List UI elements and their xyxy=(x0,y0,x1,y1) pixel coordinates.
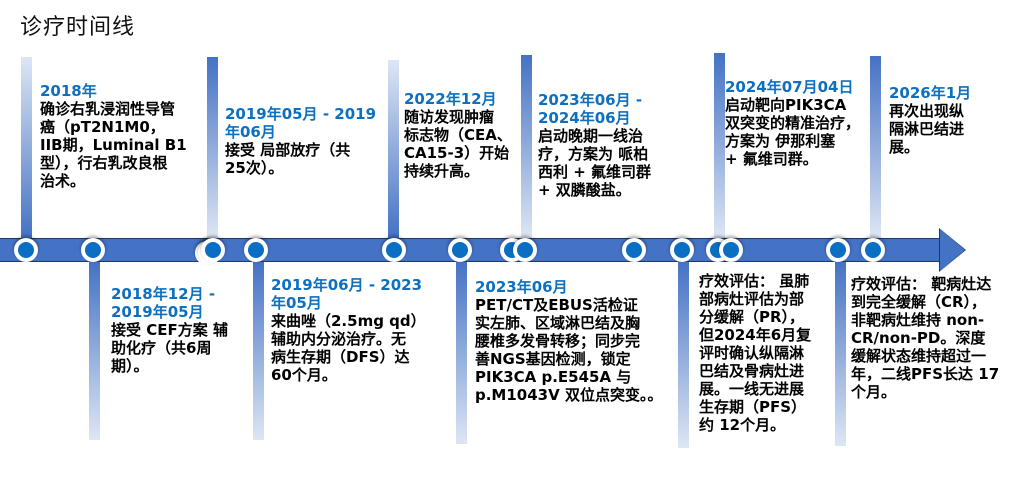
event-date: 2019年06月 - 2023 年05月 xyxy=(271,276,423,312)
connector-bar-2026-01 xyxy=(870,56,881,238)
timeline-node[interactable] xyxy=(861,238,885,262)
timeline-node[interactable] xyxy=(382,238,406,262)
event-date: 2018年 xyxy=(40,82,97,100)
event-card-2023-06-2024-06: 2023年06月 - 2024年06月 启动晚期一线治 疗，方案为 哌柏 西利 … xyxy=(538,91,678,199)
timeline-node[interactable] xyxy=(81,238,105,262)
connector-bar-2019-06 xyxy=(253,262,264,440)
event-description: 疗效评估： 虽肺 部病灶评估为部 分缓解（PR）， 但2024年6月复 评时确认… xyxy=(699,272,812,434)
connector-bar-2023-06-2024-06 xyxy=(521,55,532,238)
connector-bar-2019-05 xyxy=(207,57,218,238)
event-description: 接受 CEF方案 辅 助化疗（共6周 期）。 xyxy=(111,321,228,375)
event-card-2026-01: 2026年1月 再次出现纵 隔淋巴结进 展。 xyxy=(889,84,999,156)
event-card-evaluation-1: 疗效评估： 虽肺 部病灶评估为部 分缓解（PR）， 但2024年6月复 评时确认… xyxy=(699,272,834,434)
event-date: 2023年06月 - 2024年06月 xyxy=(538,91,643,127)
connector-bar-evaluation-1 xyxy=(678,262,689,448)
timeline-node[interactable] xyxy=(670,238,694,262)
event-card-evaluation-2: 疗效评估： 靶病灶达 到完全缓解（CR）， 非靶病灶维持 non- CR/non… xyxy=(851,275,1011,401)
page-title: 诊疗时间线 xyxy=(20,15,136,40)
event-description: 随访发现肿瘤 标志物（CEA、 CA15-3）开始 持续升高。 xyxy=(404,108,512,180)
event-date: 2026年1月 xyxy=(889,84,972,102)
event-description: 确诊右乳浸润性导管 癌（pT2N1M0， IIB期，Luminal B1 型），… xyxy=(40,100,187,190)
timeline-node[interactable] xyxy=(513,238,537,262)
event-card-2018-12: 2018年12月 - 2019年05月 接受 CEF方案 辅 助化疗（共6周 期… xyxy=(111,285,251,375)
event-card-2024-07-04: 2024年07月04日 启动靶向PIK3CA 双突变的精准治疗， 方案为 伊那利… xyxy=(725,78,870,168)
timeline-node[interactable] xyxy=(14,238,38,262)
event-description: 启动靶向PIK3CA 双突变的精准治疗， 方案为 伊那利塞 + 氟维司群。 xyxy=(725,96,861,168)
event-date: 2024年07月04日 xyxy=(725,78,854,96)
event-card-2019-05: 2019年05月 - 2019 年06月 接受 局部放疗（共 25次）。 xyxy=(225,105,390,177)
event-description: 来曲唑（2.5mg qd） 辅助内分泌治疗。无 病生存期（DFS）达 60个月。 xyxy=(271,312,426,384)
connector-bar-2023-06 xyxy=(456,262,467,444)
event-card-2019-06: 2019年06月 - 2023 年05月 来曲唑（2.5mg qd） 辅助内分泌… xyxy=(271,276,456,384)
connector-bar-2018 xyxy=(21,57,32,238)
event-date: 2018年12月 - 2019年05月 xyxy=(111,285,216,321)
timeline-node[interactable] xyxy=(201,238,225,262)
connector-bar-2022-12 xyxy=(388,60,399,238)
connector-bar-2018-12 xyxy=(89,262,100,440)
event-date: 2023年06月 xyxy=(475,278,568,296)
event-description: PET/CT及EBUS活检证 实左肺、区域淋巴结及胸 腰椎多发骨转移；同步完 善… xyxy=(475,296,663,404)
event-date: 2019年05月 - 2019 年06月 xyxy=(225,105,377,141)
event-card-2018: 2018年 确诊右乳浸润性导管 癌（pT2N1M0， IIB期，Luminal … xyxy=(40,82,200,190)
event-description: 接受 局部放疗（共 25次）。 xyxy=(225,141,351,177)
connector-bar-evaluation-2 xyxy=(835,262,846,446)
timeline-node[interactable] xyxy=(448,238,472,262)
event-date: 2022年12月 xyxy=(404,90,497,108)
timeline-node[interactable] xyxy=(244,238,268,262)
event-description: 再次出现纵 隔淋巴结进 展。 xyxy=(889,102,965,156)
timeline-node[interactable] xyxy=(826,238,850,262)
event-card-2022-12: 2022年12月 随访发现肿瘤 标志物（CEA、 CA15-3）开始 持续升高。 xyxy=(404,90,519,180)
timeline-node[interactable] xyxy=(622,238,646,262)
event-description: 启动晚期一线治 疗，方案为 哌柏 西利 + 氟维司群 + 双膦酸盐。 xyxy=(538,127,652,199)
timeline-arrowhead-icon xyxy=(940,229,965,271)
timeline-node[interactable] xyxy=(719,238,743,262)
connector-bar-2024-07 xyxy=(714,53,725,238)
event-card-2023-06: 2023年06月 PET/CT及EBUS活检证 实左肺、区域淋巴结及胸 腰椎多发… xyxy=(475,278,680,404)
event-description: 疗效评估： 靶病灶达 到完全缓解（CR）， 非靶病灶维持 non- CR/non… xyxy=(851,275,1000,401)
